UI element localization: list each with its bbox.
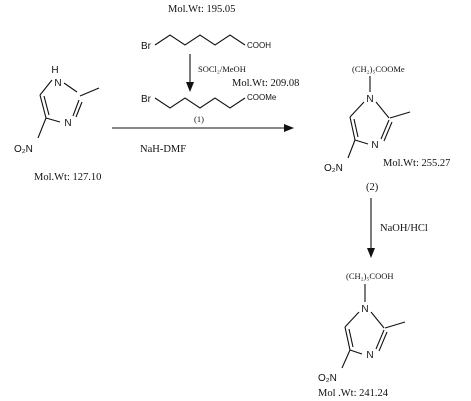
step1-arrow [112,124,294,132]
step1-conditions: NaH-DMF [140,144,186,155]
ester-bromine-label: Br [141,94,152,105]
product3-n1-label: N [361,304,368,315]
product2-chain: (CH₂)₅COOMe [352,64,405,74]
product2-n3-label: N [371,140,378,151]
acid-mw: Mol.Wt: 195.05 [168,4,235,15]
ring-nitrogen-label: N [64,118,71,129]
acid-structure: Br COOH [141,34,271,52]
ester-structure: Br COOMe [141,93,277,109]
product2-structure: N N O₂N [324,76,411,174]
product2-nitro-label: O₂N [324,163,343,174]
nh-hydrogen-label: H [51,65,58,76]
product3-mw: Mol .Wt: 241.24 [318,388,389,399]
product3-nitro-label: O₂N [318,373,337,384]
product3-structure: N N O₂N [318,284,406,384]
ester-coome-label: COOMe [247,93,277,102]
product2-label: (2) [366,182,379,193]
start-material-structure: H N N O₂N [14,65,100,155]
nitro-group-label: O₂N [14,144,33,155]
reagent-socl2-meoh: SOCl₂/MeOH [198,64,246,74]
nh-nitrogen-label: N [54,78,61,89]
start-material-mw: Mol.Wt: 127.10 [34,172,101,183]
acid-cooh-label: COOH [247,41,271,50]
product2-n1-label: N [366,94,373,105]
acid-bromine-label: Br [141,41,152,52]
esterification-arrow [186,54,194,92]
product3-n3-label: N [366,350,373,361]
step2-arrow [367,198,375,258]
product2-mw: Mol.Wt: 255.27 [383,158,450,169]
product3-chain: (CH₂)₅COOH [346,271,393,281]
step1-label: (1) [194,114,204,124]
step2-conditions: NaOH/HCl [380,223,428,234]
ester-mw: Mol.Wt: 209.08 [232,78,299,89]
